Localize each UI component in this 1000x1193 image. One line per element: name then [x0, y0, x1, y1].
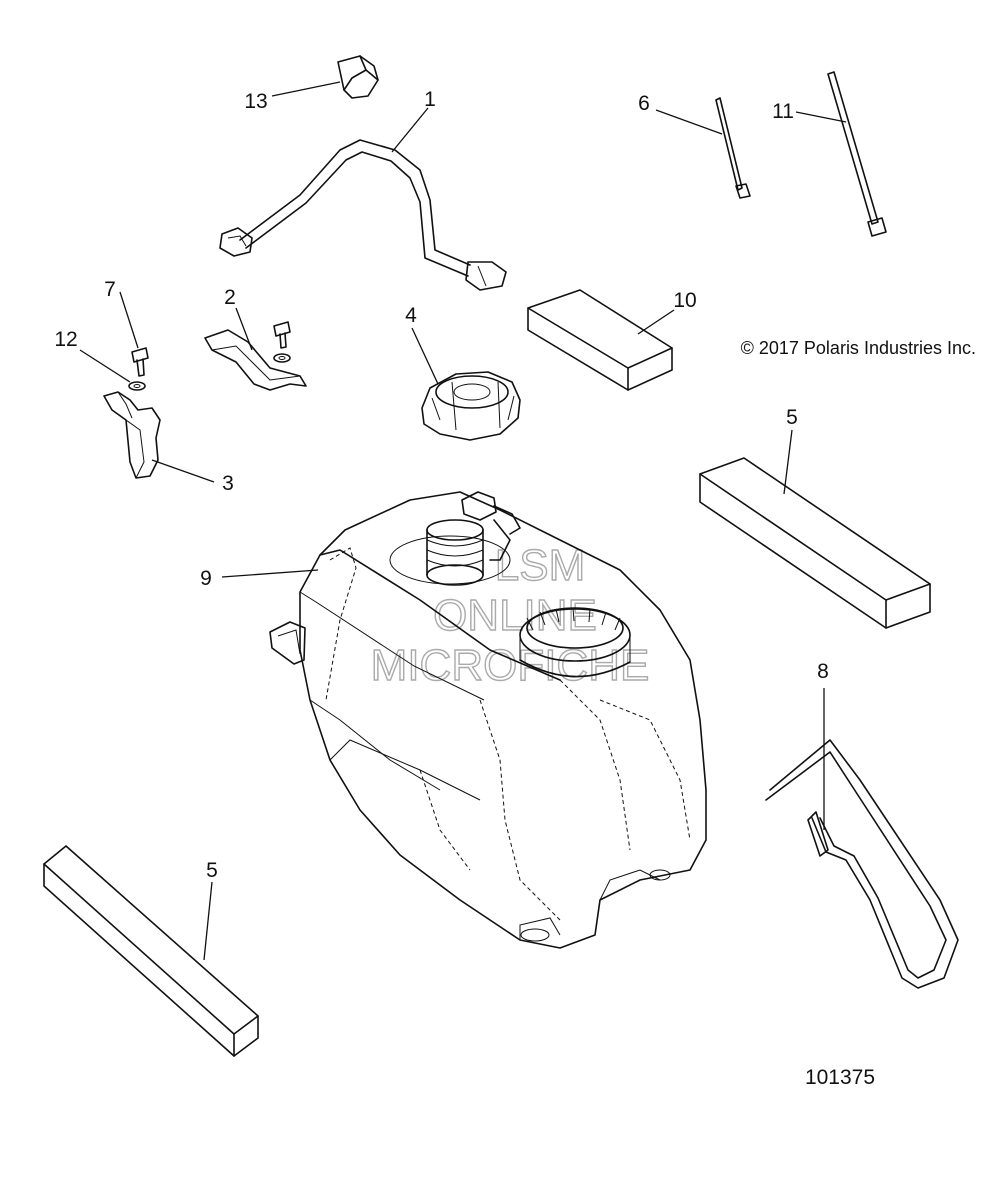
watermark-line-1: LSM	[495, 541, 585, 590]
watermark-line-2: ONLINE	[433, 591, 597, 640]
callout-11: 11	[772, 100, 794, 123]
part-1-fuel-line	[219, 139, 507, 291]
callout-4: 4	[405, 304, 417, 327]
callout-13: 13	[244, 90, 267, 113]
callout-12: 12	[54, 328, 77, 351]
part-4-fuel-cap	[421, 371, 521, 441]
part-2-fasteners	[273, 321, 291, 363]
callout-7: 7	[104, 278, 116, 301]
callout-5-left: 5	[206, 859, 218, 882]
part-2-bracket	[204, 329, 307, 391]
watermark-line-3: MICROFICHE	[371, 641, 650, 690]
callout-labels: 1 2 3 4 5 5 6 7 8 9 10 11 12 13	[54, 88, 829, 882]
callout-10: 10	[673, 289, 696, 312]
leader-lines	[79, 81, 847, 961]
callout-2: 2	[224, 286, 236, 309]
callout-9: 9	[200, 567, 212, 590]
part-7-bolt	[131, 347, 149, 377]
part-3-bracket	[103, 391, 161, 479]
part-5-foam-strip-left	[43, 845, 259, 1057]
part-6-tie-strap	[715, 97, 751, 199]
callout-1: 1	[424, 88, 436, 111]
callout-6: 6	[638, 92, 650, 115]
part-11-tie-strap	[827, 71, 887, 237]
callout-3: 3	[222, 472, 234, 495]
watermark: LSM ONLINE MICROFICHE	[370, 540, 650, 690]
callout-5-right: 5	[786, 406, 798, 429]
part-8-vent-hose	[765, 739, 959, 989]
part-9-fuel-tank	[269, 491, 707, 949]
part-10-foam-block	[527, 289, 673, 391]
part-5-foam-strip-right	[699, 457, 931, 629]
callout-8: 8	[817, 660, 829, 683]
part-12-washer	[128, 381, 146, 391]
part-13-clip	[337, 55, 379, 99]
copyright-text: © 2017 Polaris Industries Inc.	[741, 338, 976, 358]
diagram-number: 101375	[805, 1066, 875, 1089]
